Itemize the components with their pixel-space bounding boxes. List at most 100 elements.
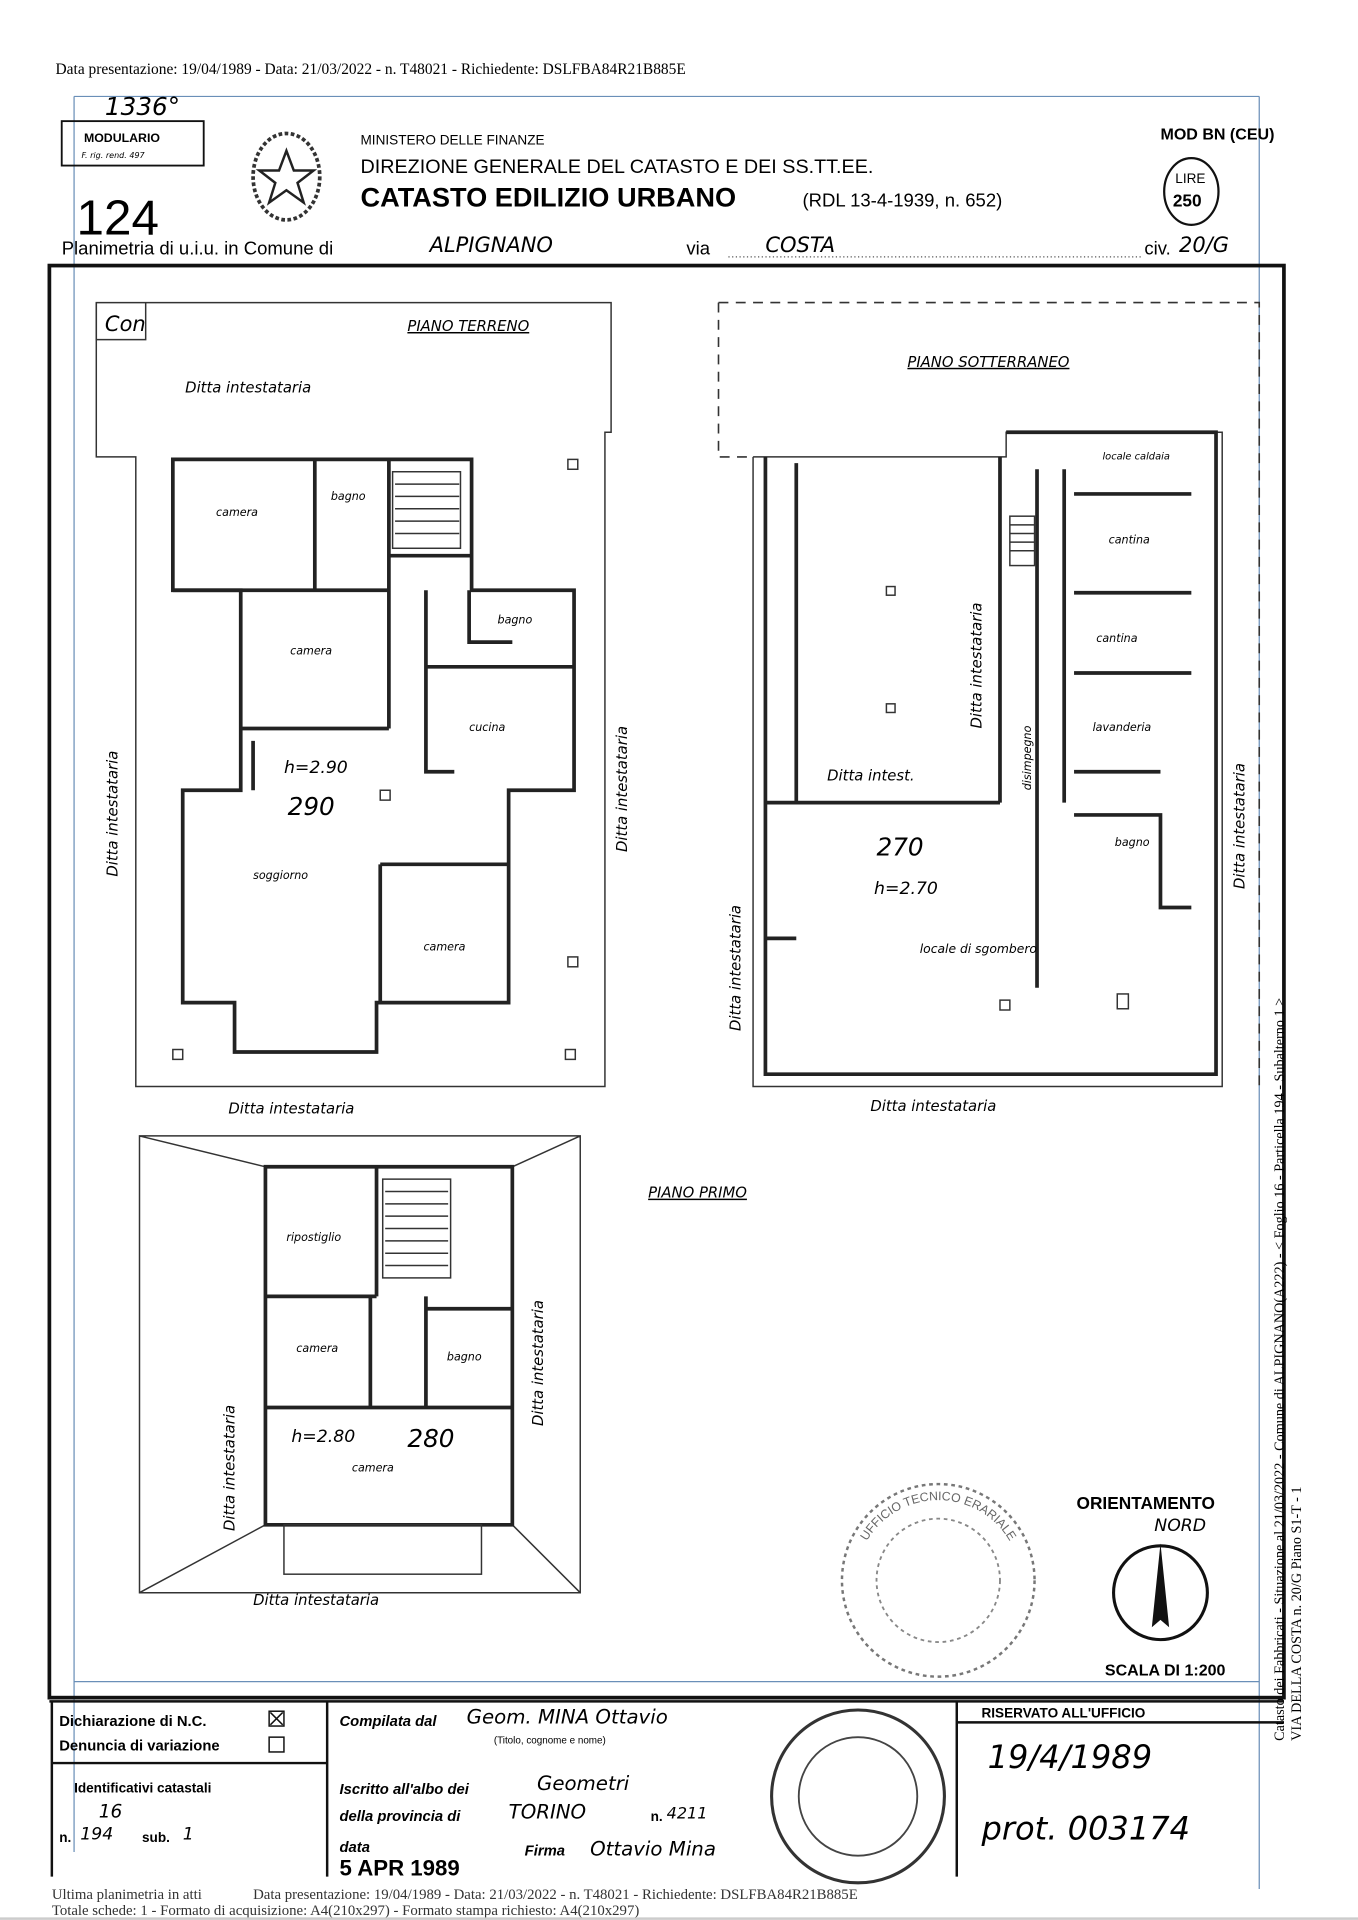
comune-value: ALPIGNANO: [428, 233, 553, 257]
sub-label: sub.: [142, 1830, 170, 1845]
room-label: camera: [216, 506, 258, 519]
civ-value: 20/G: [1179, 233, 1229, 257]
catasto-title: CATASTO EDILIZIO URBANO: [360, 181, 736, 212]
room-label: bagno: [447, 1351, 482, 1364]
room-label: cantina: [1096, 632, 1137, 645]
first-owner-label: Ditta intestataria: [530, 1300, 547, 1426]
room-label: ripostiglio: [286, 1231, 341, 1244]
sub-value: 1: [183, 1825, 194, 1845]
basement-owner-label: Ditta intestataria: [968, 603, 985, 729]
basement-owner-label: Ditta intestataria: [728, 905, 745, 1031]
first-floor-code: 280: [407, 1424, 454, 1453]
provincia-value: TORINO: [509, 1801, 586, 1824]
first-owner-label: Ditta intestataria: [222, 1405, 239, 1531]
basement-plan: [717, 301, 1261, 1088]
compilatore-value: Geom. MINA Ottavio: [467, 1706, 668, 1729]
presentation-info: Data presentazione: 19/04/1989 - Data: 2…: [56, 61, 686, 78]
identificativi-label: Identificativi catastali: [74, 1781, 211, 1796]
titolo-hint: (Titolo, cognome e nome): [494, 1735, 606, 1746]
orientation-title: ORIENTAMENTO: [1077, 1493, 1215, 1513]
n-label: n.: [59, 1830, 71, 1845]
modulario-label: MODULARIO: [84, 131, 160, 145]
first-owner-label: Ditta intestataria: [253, 1592, 379, 1609]
ministry-title: MINISTERO DELLE FINANZE: [360, 133, 544, 148]
basement-owner-label: Ditta intestataria: [870, 1098, 996, 1115]
lire-value: 250: [1173, 190, 1202, 210]
riservato-label: RISERVATO ALL'UFFICIO: [981, 1705, 1145, 1720]
data-value: 5 APR 1989: [340, 1855, 460, 1880]
stamp-duty-circle: [1163, 157, 1220, 226]
provincia-label: della provincia di: [340, 1809, 462, 1825]
room-label: locale caldaia: [1102, 451, 1169, 462]
ceiling-height: h=2.70: [874, 879, 938, 899]
signature: Ottavio Mina: [590, 1838, 716, 1861]
data-ufficio: 19/4/1989: [988, 1738, 1152, 1776]
planimetria-label: Planimetria di u.i.u. in Comune di: [62, 237, 333, 258]
compilata-label: Compilata dal: [340, 1714, 438, 1730]
handwritten-number: 1336°: [105, 92, 180, 121]
side-catasto-info: Catasto dei Fabbricati - Situazione al 2…: [1272, 998, 1288, 1741]
office-stamp-text-path: UFFICIO TECNICO ERARIALE: [857, 1489, 1019, 1543]
room-label: bagno: [498, 614, 533, 627]
room-label: cucina: [469, 721, 505, 734]
denuncia-label: Denuncia di variazione: [59, 1739, 219, 1755]
presentation-info-repeat: Data presentazione: 19/04/1989 - Data: 2…: [253, 1887, 858, 1903]
professional-stamp: [770, 1708, 946, 1885]
dichiarazione-checkbox[interactable]: [268, 1710, 285, 1727]
room-label: disimpegno: [1021, 725, 1034, 790]
frame-lines: [73, 95, 1260, 1889]
ground-floor-plan: [95, 301, 612, 1088]
room-label: bagno: [1115, 836, 1150, 849]
room-label: cantina: [1109, 533, 1150, 546]
denuncia-checkbox[interactable]: [268, 1736, 285, 1753]
ground-floor-code: 290: [288, 792, 335, 821]
room-label: camera: [290, 644, 332, 657]
basement-owner-label: Ditta intestataria: [1231, 763, 1248, 889]
scale-label: SCALA DI 1:200: [1105, 1661, 1226, 1679]
room-label: soggiorno: [253, 869, 308, 882]
side-address-info: VIA DELLA COSTA n. 20/G Piano S1-T - 1: [1289, 1486, 1305, 1740]
basement-title: PIANO SOTTERRANEO: [907, 354, 1069, 371]
modulario-sub: F. rig. rend. 497: [81, 151, 145, 160]
sheet-number: 124: [77, 191, 159, 246]
ceiling-height: h=2.80: [291, 1427, 355, 1447]
emblem-icon: [251, 131, 322, 222]
room-label: camera: [423, 941, 465, 954]
room-label: lavanderia: [1093, 721, 1152, 734]
albo-value: Geometri: [537, 1772, 630, 1795]
totale-schede-note: Totale schede: 1 - Formato di acquisizio…: [52, 1903, 640, 1919]
north-arrow-icon: [1112, 1543, 1209, 1642]
modulario-box: [60, 120, 205, 167]
iscritto-label: Iscritto all'albo dei: [340, 1782, 470, 1798]
ground-floor-title: PIANO TERRENO: [407, 318, 529, 335]
office-stamp: [840, 1482, 1036, 1678]
footer-table: [49, 1700, 1284, 1877]
rdl-reference: (RDL 13-4-1939, n. 652): [802, 189, 1002, 210]
dichiarazione-label: Dichiarazione di N.C.: [59, 1714, 206, 1730]
firma-label: Firma: [525, 1844, 565, 1860]
ground-owner-label: Ditta intestataria: [614, 726, 631, 852]
foglio-value: 16: [99, 1801, 123, 1822]
drawing-frame: [47, 263, 1286, 1700]
room-label: locale di sgombero: [920, 942, 1037, 956]
ground-corner-note: Con: [105, 312, 146, 336]
via-label: via: [686, 237, 710, 258]
lire-label: LIRE: [1175, 171, 1205, 186]
data-label: data: [340, 1840, 370, 1856]
via-value: COSTA: [765, 233, 835, 257]
n-value: 194: [80, 1825, 113, 1845]
north-label: NORD: [1154, 1516, 1206, 1536]
mod-code: MOD BN (CEU): [1160, 126, 1274, 144]
civ-label: civ.: [1144, 237, 1170, 258]
first-floor-plan: [138, 1135, 581, 1594]
room-label: camera: [352, 1462, 394, 1475]
n-albo-value: 4211: [667, 1804, 708, 1823]
basement-code: 270: [877, 833, 924, 862]
direzione-title: DIREZIONE GENERALE DEL CATASTO E DEI SS.…: [360, 156, 873, 178]
first-floor-title: PIANO PRIMO: [648, 1185, 747, 1202]
ground-owner-label: Ditta intestataria: [228, 1101, 354, 1118]
ultima-planimetria-note: Ultima planimetria in atti: [52, 1887, 202, 1903]
office-stamp-text: UFFICIO TECNICO ERARIALE: [857, 1489, 1019, 1543]
ground-owner-label: Ditta intestataria: [185, 380, 311, 397]
